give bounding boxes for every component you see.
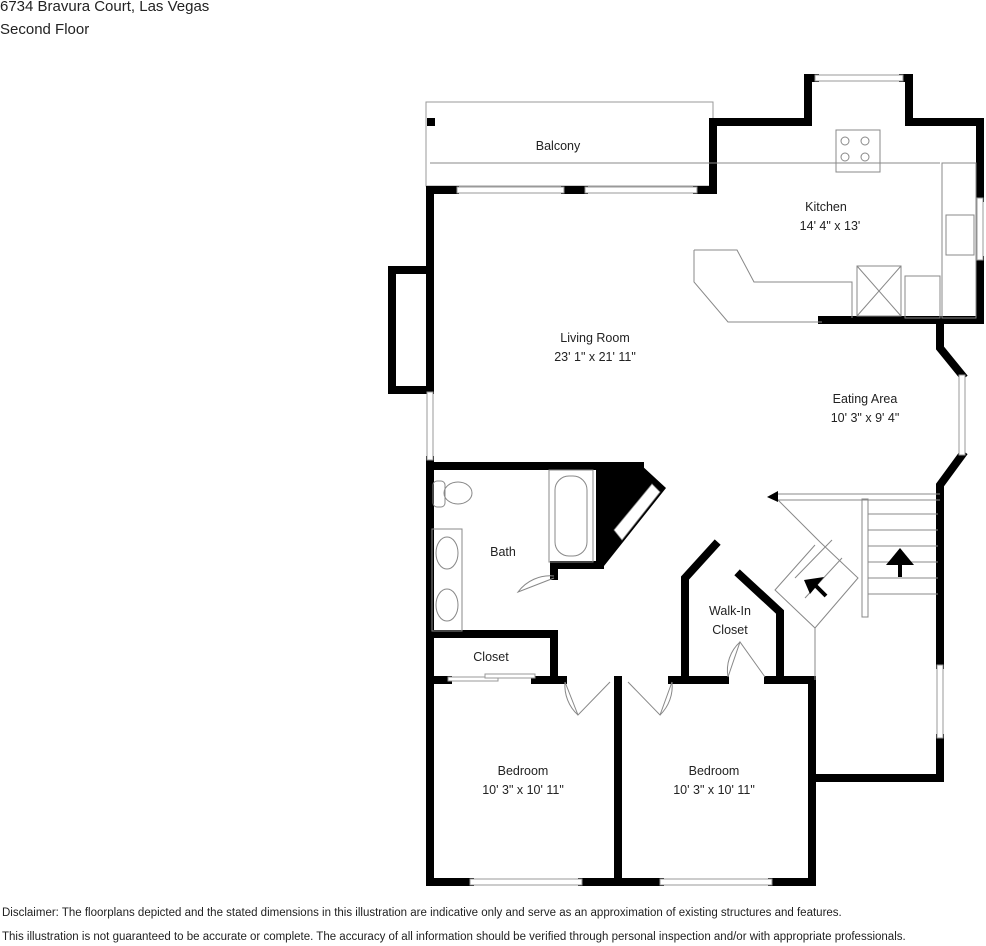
bath-label: Bath [490, 545, 516, 559]
bedroom1-dims: 10' 3" x 10' 11" [482, 783, 564, 797]
bedroom2-label: Bedroom [689, 764, 740, 778]
bedroom2-dims: 10' 3" x 10' 11" [673, 783, 755, 797]
disclaimer-line-1: Disclaimer: The floorplans depicted and … [2, 907, 842, 919]
doors [564, 640, 766, 716]
living-dims: 23' 1" x 21' 11" [554, 350, 636, 364]
balcony-label: Balcony [536, 139, 581, 153]
stair-arrows [767, 491, 914, 598]
kitchen-fixtures [430, 129, 977, 323]
living-label: Living Room [560, 331, 629, 345]
bath-fixtures [431, 469, 594, 632]
walls [388, 74, 984, 886]
walkin-label-2: Closet [712, 623, 748, 637]
eating-label: Eating Area [833, 392, 898, 406]
kitchen-label: Kitchen [805, 200, 847, 214]
floor-title: Second Floor [0, 21, 90, 38]
kitchen-dims: 14' 4" x 13' [800, 219, 861, 233]
eating-dims: 10' 3" x 9' 4" [831, 411, 900, 425]
bedroom1-label: Bedroom [498, 764, 549, 778]
windows [426, 74, 984, 886]
address-title: 6734 Bravura Court, Las Vegas [0, 0, 210, 15]
disclaimer-line-2: This illustration is not guaranteed to b… [2, 931, 906, 943]
stairs [774, 493, 940, 680]
walkin-label: Walk-In [709, 604, 751, 618]
closet-label: Closet [473, 650, 509, 664]
